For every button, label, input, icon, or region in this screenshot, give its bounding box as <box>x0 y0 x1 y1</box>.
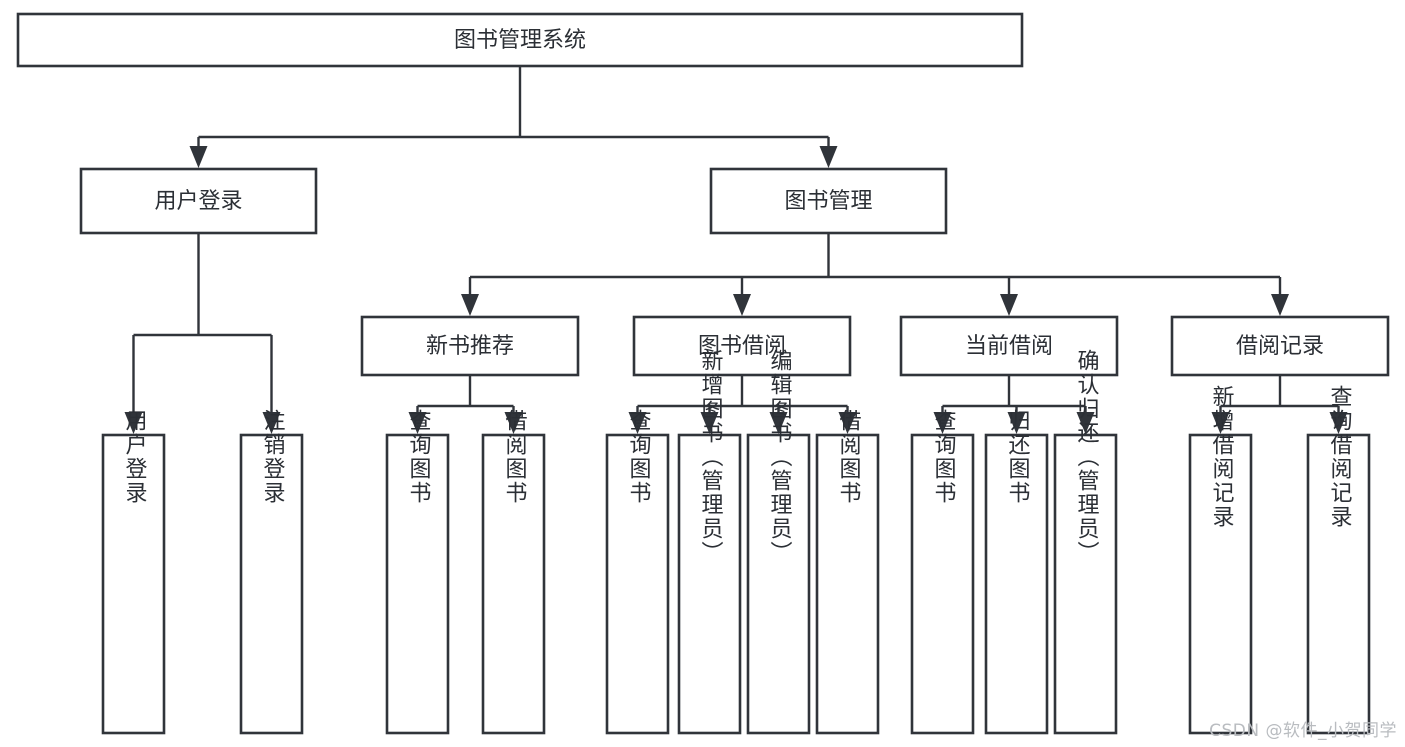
node-label-leaf-borrow-book-1: 借阅图书 <box>502 409 528 505</box>
node-label-leaf-query-book-1: 查询图书 <box>406 409 432 505</box>
arrow-head-icon <box>504 412 523 434</box>
node-leaf-query-borrow-record[interactable]: 查询借阅记录 <box>1306 385 1371 735</box>
node-current-borrow[interactable]: 当前借阅 <box>899 315 1119 377</box>
node-root[interactable]: 图书管理系统 <box>16 12 1024 68</box>
node-label-user-login: 用户登录 <box>154 189 242 214</box>
node-label-leaf-add-book-admin: 新增图书（管理员） <box>698 349 724 565</box>
node-box-leaf-query-book-3 <box>910 433 975 735</box>
arrow-head-icon <box>124 412 143 434</box>
arrow-head-icon <box>838 412 857 434</box>
node-leaf-borrow-book-1[interactable]: 借阅图书 <box>481 409 546 735</box>
arrow-head-icon <box>819 146 838 168</box>
node-box-user-login <box>79 167 318 235</box>
node-label-leaf-return-book: 归还图书 <box>1005 409 1031 505</box>
node-box-leaf-add-borrow-record <box>1188 433 1253 735</box>
node-box-leaf-user-login <box>101 433 166 735</box>
node-label-leaf-query-book-3: 查询图书 <box>931 409 957 505</box>
node-box-current-borrow <box>899 315 1119 377</box>
node-label-leaf-user-login: 用户登录 <box>122 409 148 505</box>
node-label-leaf-confirm-return-admin: 确认归还（管理员） <box>1074 349 1100 565</box>
node-label-new-book-recommend: 新书推荐 <box>426 334 514 359</box>
arrow-head-icon <box>700 412 719 434</box>
node-borrow-record[interactable]: 借阅记录 <box>1170 315 1390 377</box>
node-box-leaf-borrow-book-1 <box>481 433 546 735</box>
node-box-leaf-confirm-return-admin <box>1053 433 1118 735</box>
node-box-leaf-query-book-2 <box>605 433 670 735</box>
node-leaf-add-book-admin[interactable]: 新增图书（管理员） <box>677 349 742 735</box>
node-box-root <box>16 12 1024 68</box>
node-book-manage[interactable]: 图书管理 <box>709 167 948 235</box>
node-label-leaf-query-book-2: 查询图书 <box>626 409 652 505</box>
node-label-leaf-query-borrow-record: 查询借阅记录 <box>1327 385 1353 529</box>
node-box-borrow-record <box>1170 315 1390 377</box>
node-leaf-add-borrow-record[interactable]: 新增借阅记录 <box>1188 385 1253 735</box>
node-box-leaf-query-book-1 <box>385 433 450 735</box>
node-label-current-borrow: 当前借阅 <box>965 334 1053 359</box>
node-leaf-logout-login[interactable]: 注销登录 <box>239 409 304 735</box>
node-label-borrow-record: 借阅记录 <box>1236 334 1324 359</box>
node-box-leaf-borrow-book-2 <box>815 433 880 735</box>
arrow-head-icon <box>1329 412 1348 434</box>
arrow-head-icon <box>933 412 952 434</box>
arrow-head-icon <box>262 412 281 434</box>
node-label-leaf-add-borrow-record: 新增借阅记录 <box>1209 385 1235 529</box>
arrow-head-icon <box>733 294 751 316</box>
arrow-head-icon <box>769 412 788 434</box>
node-leaf-query-book-1[interactable]: 查询图书 <box>385 409 450 735</box>
node-leaf-user-login[interactable]: 用户登录 <box>101 409 166 735</box>
arrow-head-icon <box>408 412 427 434</box>
node-user-login[interactable]: 用户登录 <box>79 167 318 235</box>
arrow-head-icon <box>1271 294 1289 316</box>
arrow-head-icon <box>1000 294 1018 316</box>
node-box-leaf-logout-login <box>239 433 304 735</box>
node-box-leaf-return-book <box>984 433 1049 735</box>
node-book-borrow[interactable]: 图书借阅 <box>632 315 852 377</box>
arrow-head-icon <box>1007 412 1026 434</box>
node-leaf-edit-book-admin[interactable]: 编辑图书（管理员） <box>746 349 811 735</box>
arrow-head-icon <box>1076 412 1095 434</box>
arrow-head-icon <box>1211 412 1230 434</box>
node-label-leaf-edit-book-admin: 编辑图书（管理员） <box>767 349 793 565</box>
arrow-head-icon <box>461 294 479 316</box>
node-box-leaf-add-book-admin <box>677 433 742 735</box>
arrow-head-icon <box>189 146 208 168</box>
node-box-book-borrow <box>632 315 852 377</box>
node-label-leaf-logout-login: 注销登录 <box>260 409 286 505</box>
node-leaf-return-book[interactable]: 归还图书 <box>984 409 1049 735</box>
node-label-book-borrow: 图书借阅 <box>698 334 786 359</box>
edges-layer <box>124 66 1348 434</box>
node-label-leaf-borrow-book-2: 借阅图书 <box>836 409 862 505</box>
arrow-head-icon <box>628 412 647 434</box>
node-leaf-borrow-book-2[interactable]: 借阅图书 <box>815 409 880 735</box>
node-leaf-query-book-2[interactable]: 查询图书 <box>605 409 670 735</box>
node-leaf-query-book-3[interactable]: 查询图书 <box>910 409 975 735</box>
node-label-book-manage: 图书管理 <box>784 189 872 214</box>
node-box-leaf-query-borrow-record <box>1306 433 1371 735</box>
watermark-label: CSDN @软件_小贺同学 <box>1209 721 1397 741</box>
node-box-leaf-edit-book-admin <box>746 433 811 735</box>
nodes-layer: 图书管理系统用户登录图书管理新书推荐图书借阅当前借阅借阅记录用户登录注销登录查询… <box>16 12 1390 735</box>
node-leaf-confirm-return-admin[interactable]: 确认归还（管理员） <box>1053 349 1118 735</box>
node-box-book-manage <box>709 167 948 235</box>
node-label-root: 图书管理系统 <box>454 28 586 53</box>
node-new-book-recommend[interactable]: 新书推荐 <box>360 315 580 377</box>
node-box-new-book-recommend <box>360 315 580 377</box>
